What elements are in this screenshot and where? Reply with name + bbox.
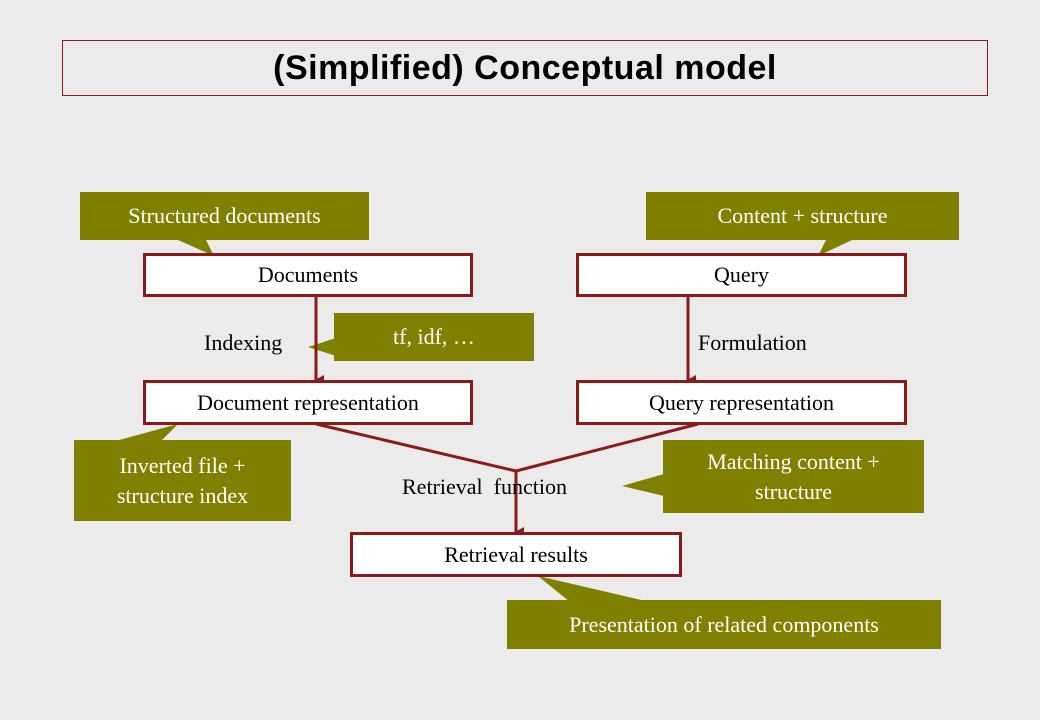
callout-presentation: Presentation of related components: [507, 600, 941, 649]
query-label: Query: [714, 262, 769, 287]
line-queryrep-to-junction: [515, 422, 699, 473]
page-title: (Simplified) Conceptual model: [273, 48, 777, 87]
callout-inverted-file-line1: Inverted file +: [119, 452, 246, 478]
callout-tail-structured-documents: [178, 240, 214, 256]
retrieval-results-box: Retrieval results: [350, 532, 682, 577]
callout-inverted-file: Inverted file + structure index: [74, 440, 291, 521]
callout-matching-line2: structure: [755, 478, 832, 504]
document-representation-label: Document representation: [197, 389, 419, 415]
callout-matching-line1: Matching content +: [707, 448, 880, 474]
query-representation-label: Query representation: [648, 389, 835, 415]
retrieval-function-label: Retrieval function: [402, 474, 567, 499]
callout-tail-tf-idf: [308, 338, 336, 356]
line-docrep-to-junction: [315, 422, 517, 473]
documents-label: Documents: [257, 262, 359, 287]
query-representation-box: Query representation: [576, 380, 907, 425]
callout-tail-content-structure: [818, 240, 852, 256]
indexing-label: Indexing: [204, 330, 283, 355]
callout-tail-inverted-file: [112, 424, 178, 442]
callout-structured-documents: Structured documents: [80, 192, 369, 240]
documents-box: Documents: [143, 253, 473, 297]
callout-tf-idf: tf, idf, …: [334, 313, 534, 361]
callout-matching: Matching content + structure: [663, 440, 924, 513]
title-box: (Simplified) Conceptual model: [62, 40, 988, 96]
retrieval-results-label: Retrieval results: [444, 541, 588, 567]
callout-structured-documents-text: Structured documents: [128, 203, 321, 229]
callout-presentation-text: Presentation of related components: [569, 611, 879, 637]
callout-tail-matching: [622, 474, 664, 496]
formulation-label: Formulation: [698, 330, 807, 355]
callout-tail-presentation: [538, 576, 650, 602]
callout-content-structure-text: Content + structure: [717, 203, 888, 229]
query-box: Query: [576, 253, 907, 297]
callout-tf-idf-text: tf, idf, …: [393, 324, 475, 350]
document-representation-box: Document representation: [143, 380, 473, 425]
callout-content-structure: Content + structure: [646, 192, 959, 240]
callout-inverted-file-line2: structure index: [116, 482, 249, 508]
